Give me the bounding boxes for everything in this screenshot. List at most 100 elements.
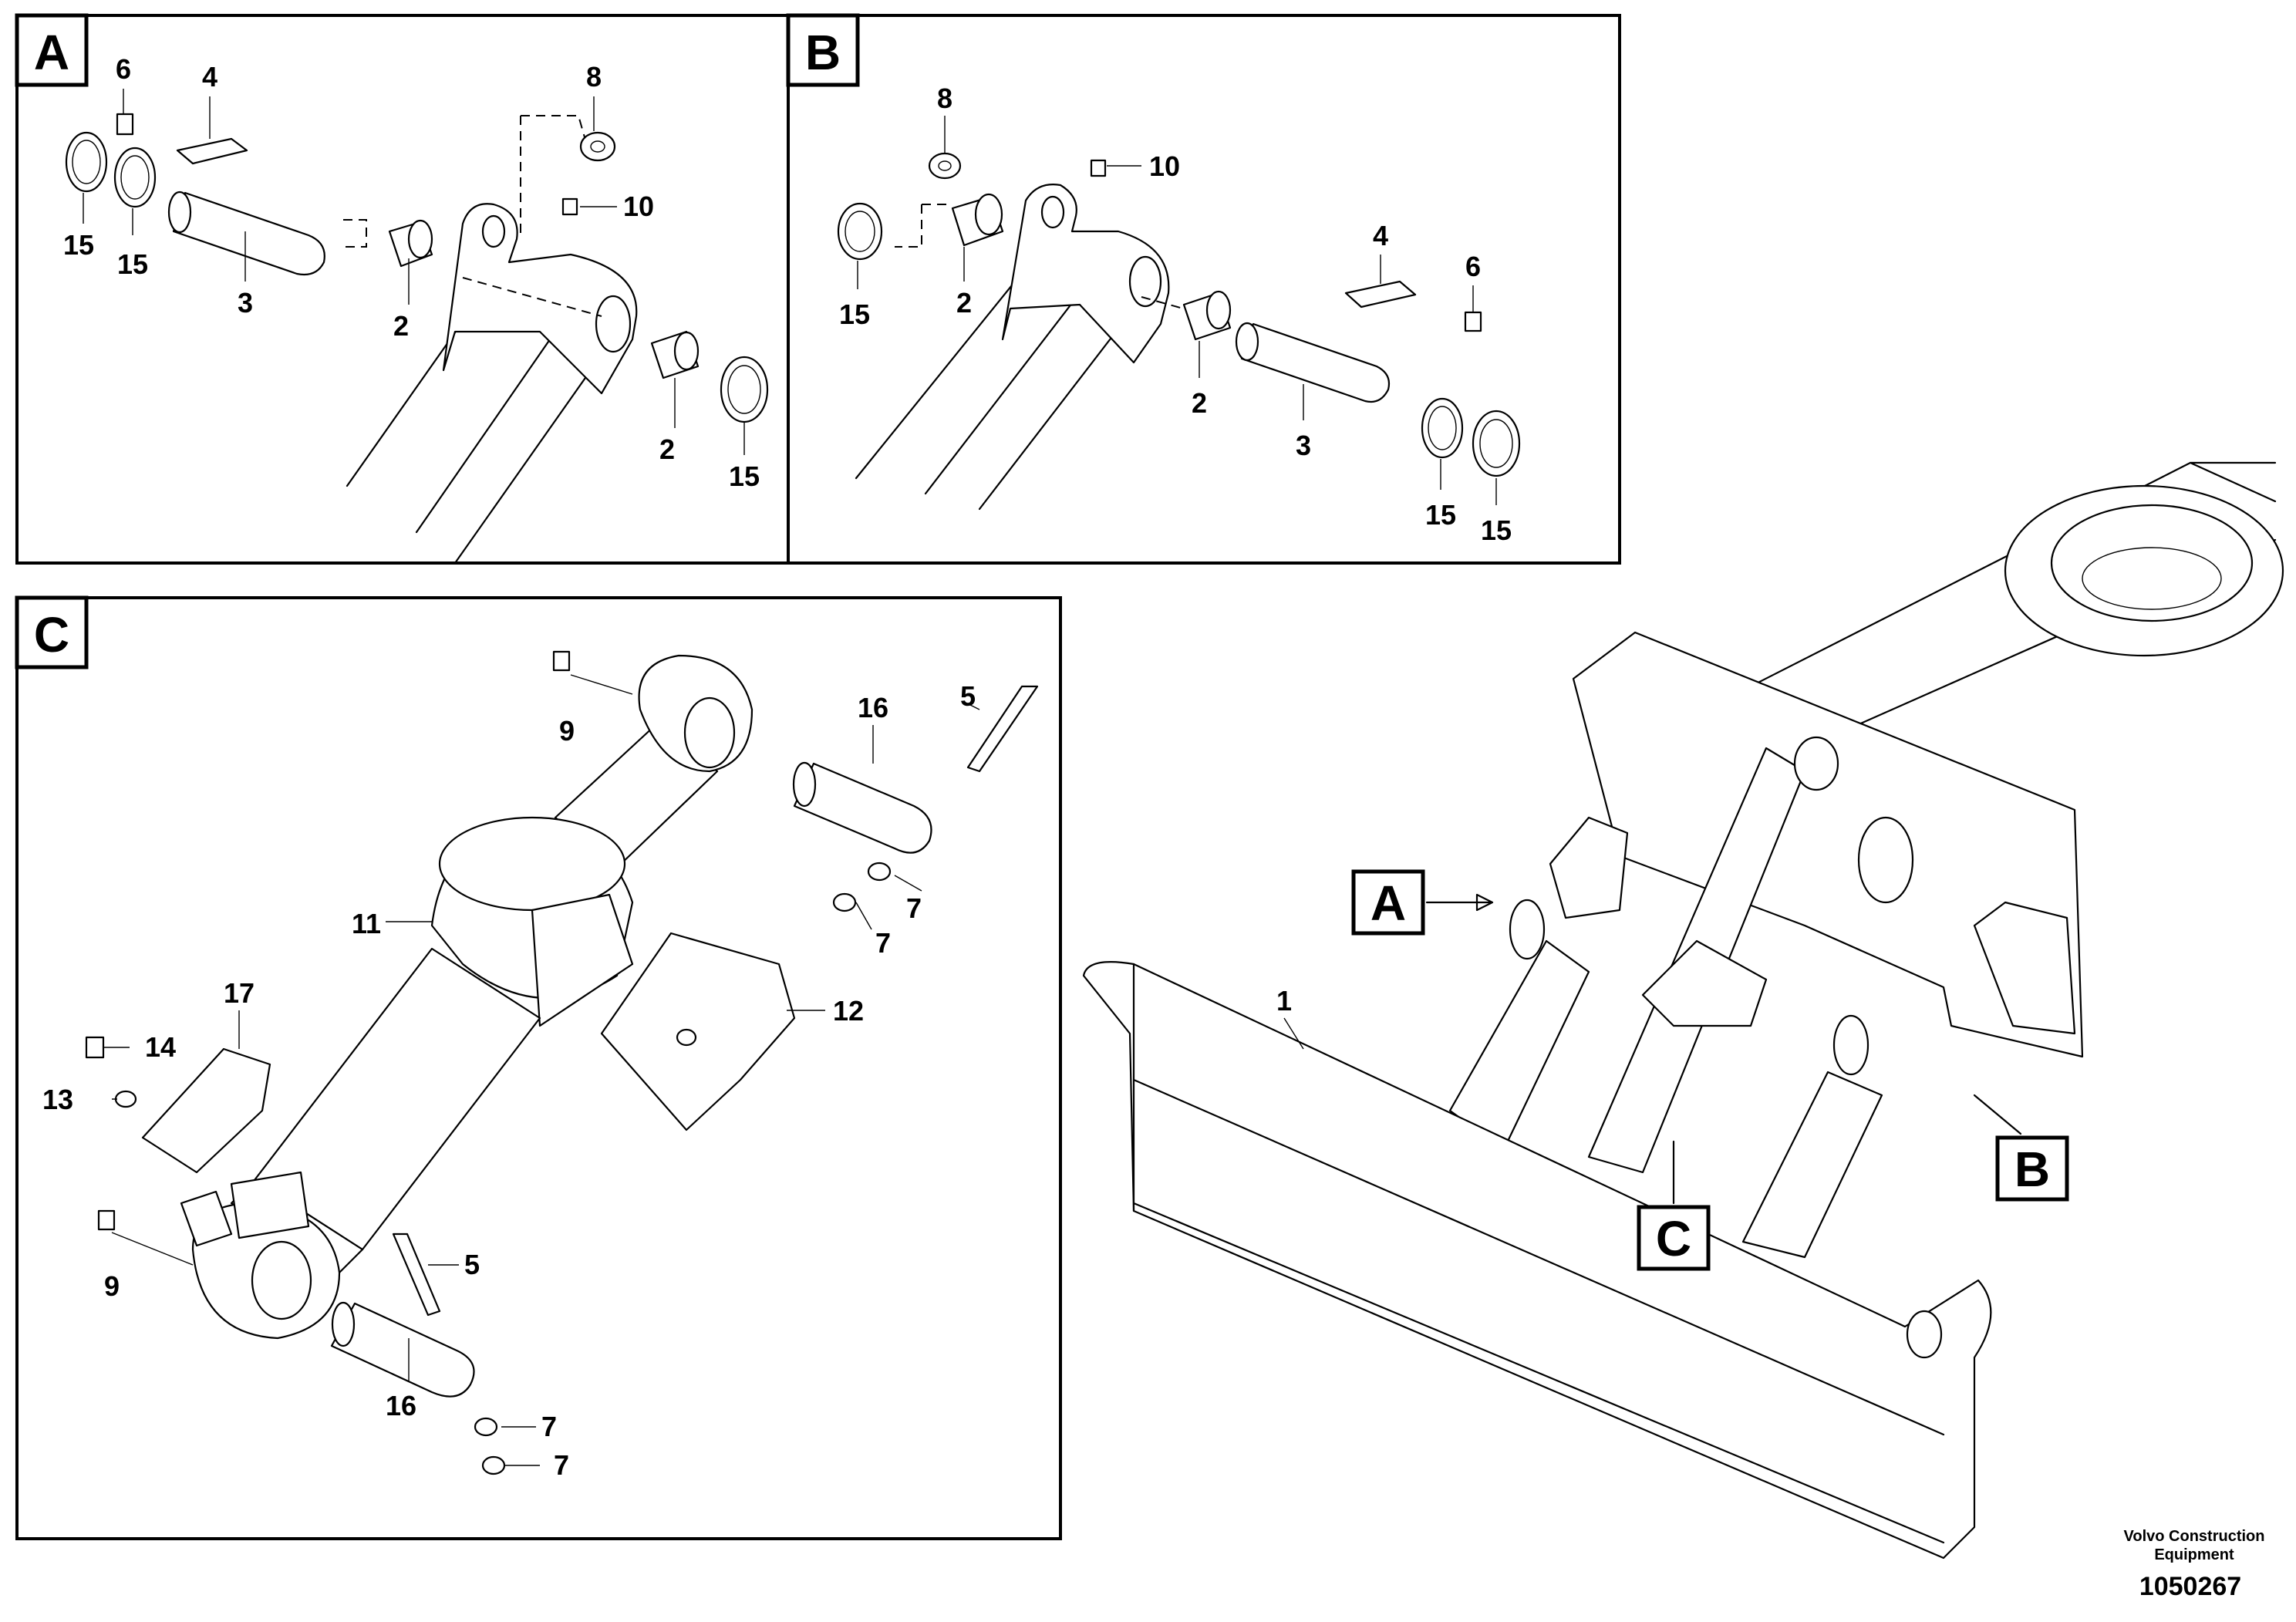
callout-a-6: 6 — [116, 53, 131, 85]
panel-b-bracket-hole — [1040, 195, 1065, 229]
panel-c-pin-top — [793, 762, 932, 854]
callout-c-16-1: 16 — [858, 692, 888, 723]
panel-c-head-block — [531, 893, 634, 1027]
panel-c-bolt-bottom — [392, 1233, 441, 1317]
callout-a-3: 3 — [238, 287, 253, 319]
marker-c-letter: C — [1656, 1211, 1691, 1266]
panel-b-letter: B — [805, 25, 841, 80]
callout-c-7-2: 7 — [875, 927, 891, 959]
callout-b-2-2: 2 — [1192, 387, 1207, 419]
drawing-number: 1050267 — [2139, 1572, 2241, 1601]
main-arm-right — [1741, 1071, 1883, 1259]
main-blade-ear-hole — [1906, 1310, 1943, 1359]
panel-b-pin — [1240, 322, 1391, 403]
main-frame-opening — [1857, 816, 1914, 904]
panel-c: C — [15, 595, 1062, 1540]
panel-a-bolt — [116, 113, 134, 136]
panel-c-washer-13 — [114, 1090, 137, 1108]
callout-c-13: 13 — [42, 1084, 73, 1115]
panel-b-leaders — [857, 116, 1497, 505]
callout-b-10: 10 — [1149, 150, 1180, 182]
panel-c-nut-7-3 — [474, 1417, 498, 1437]
callout-b-15-3: 15 — [1481, 514, 1512, 546]
callout-c-7-3: 7 — [541, 1411, 557, 1442]
company-line-1: Volvo Construction — [2124, 1528, 2265, 1545]
main-leader-1 — [1283, 1017, 1304, 1050]
panel-c-guard-17 — [141, 1047, 271, 1174]
main-arm-left — [1448, 939, 1590, 1151]
callout-a-2-1: 2 — [393, 310, 409, 342]
panel-b-washer — [928, 152, 962, 180]
panel-a-frame — [15, 14, 790, 565]
panel-b-arm-lines — [855, 276, 1135, 511]
panel-c-base-block — [230, 1171, 310, 1239]
panel-b-grease-fitting — [1090, 159, 1107, 177]
panel-c-frame — [15, 596, 1062, 1540]
panel-c-spacer-block — [180, 1190, 233, 1247]
main-cylinder-head — [1641, 939, 1768, 1027]
marker-b-box — [1995, 1135, 2069, 1202]
panel-a: A 6 4 — [15, 13, 790, 565]
marker-a-arrow — [1425, 893, 1494, 912]
callout-b-6: 6 — [1465, 251, 1481, 282]
panel-c-fitting-top — [552, 650, 571, 672]
panel-b-bolt — [1464, 311, 1482, 332]
callout-c-5-1: 5 — [960, 680, 976, 712]
panel-c-nut-7-4 — [481, 1455, 506, 1475]
callout-a-15-2: 15 — [117, 248, 148, 280]
panel-b-dash — [895, 204, 949, 248]
callout-c-11: 11 — [352, 908, 381, 939]
panel-a-letter-box — [15, 13, 89, 87]
panel-c-pin-bottom — [330, 1302, 475, 1398]
callout-main-1: 1 — [1276, 985, 1292, 1017]
marker-a-letter: A — [1371, 875, 1406, 931]
callout-a-10: 10 — [623, 191, 654, 222]
panel-a-washer — [579, 131, 616, 162]
panel-b-boss-bore — [1128, 255, 1162, 308]
callout-b-15-2: 15 — [1425, 499, 1456, 531]
callout-c-9-2: 9 — [104, 1270, 120, 1302]
panel-c-letter-box — [15, 595, 89, 669]
panel-a-letter: A — [34, 25, 69, 80]
main-frame-bracket-left — [1549, 816, 1629, 919]
panel-a-dash-mid — [343, 219, 367, 248]
panel-a-pin — [172, 191, 325, 276]
panel-c-fitting-bottom — [97, 1209, 116, 1231]
main-arm-right-pivot — [1832, 1014, 1870, 1076]
panel-b-lock-plate — [1344, 280, 1417, 309]
panel-a-grease-fitting — [561, 197, 578, 216]
main-arm-left-pivot — [1509, 899, 1546, 960]
panel-a-lock-plate — [176, 137, 248, 165]
callout-c-17: 17 — [224, 977, 255, 1009]
callout-c-16-2: 16 — [386, 1390, 416, 1421]
panel-c-screw-14 — [85, 1036, 105, 1059]
panel-a-dash-top — [520, 115, 587, 239]
panel-c-guard-12 — [600, 932, 796, 1131]
footer: Volvo Construction Equipment 1050267 — [2124, 1528, 2265, 1601]
panel-c-nut-7-1 — [867, 862, 892, 882]
callout-b-3: 3 — [1296, 430, 1311, 461]
panel-a-bracket-hole — [481, 214, 506, 248]
panel-c-bolt-top — [966, 685, 1039, 773]
panel-b-letter-box — [786, 13, 860, 87]
main-assembly: 1 A B C — [1082, 461, 2284, 1560]
callout-c-12: 12 — [833, 995, 864, 1027]
panel-b: B 8 10 4 — [786, 13, 1621, 565]
callout-b-15-1: 15 — [839, 298, 870, 330]
callout-a-2-2: 2 — [659, 433, 675, 465]
callout-b-4: 4 — [1373, 220, 1388, 251]
callout-a-15-3: 15 — [729, 460, 760, 492]
panel-b-bracket — [1001, 184, 1170, 364]
main-frame-bracket-right — [1973, 901, 2076, 1035]
panel-b-frame — [787, 14, 1621, 565]
callout-a-4: 4 — [202, 61, 217, 93]
callout-c-7-4: 7 — [554, 1449, 569, 1481]
main-blade-edges — [1132, 963, 1945, 1544]
callout-c-7-1: 7 — [906, 892, 922, 924]
main-cylinder-eye — [1793, 736, 1839, 791]
callout-a-15-1: 15 — [63, 229, 94, 261]
panel-a-boss-bore — [595, 295, 632, 353]
main-dozer-blade — [1082, 961, 1992, 1560]
callout-a-8: 8 — [586, 61, 602, 93]
